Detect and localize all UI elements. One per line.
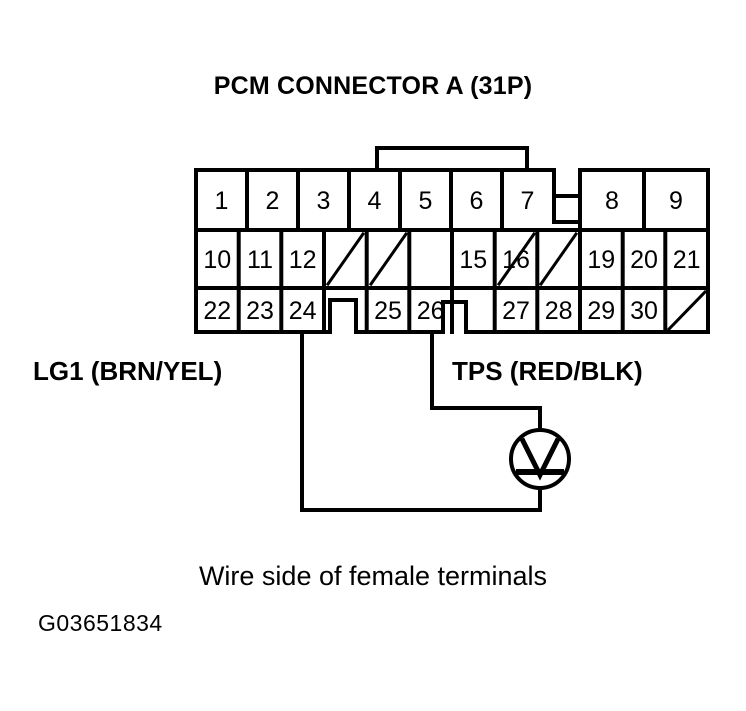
connector-locking-tab	[375, 146, 529, 172]
pin-label: 5	[419, 187, 433, 215]
pin-label: 15	[459, 246, 487, 274]
tps-wire-label: TPS (RED/BLK)	[452, 356, 643, 386]
row2-blank-slash	[368, 231, 409, 287]
pin-label: 8	[605, 187, 619, 215]
row1-outline	[194, 168, 710, 232]
pin-label: 23	[246, 297, 274, 325]
row2-blank-slash	[325, 231, 366, 287]
row2-blank-slash	[538, 231, 579, 287]
pin-label: 3	[317, 187, 331, 215]
page-title: PCM CONNECTOR A (31P)	[213, 72, 533, 100]
pin-label: 29	[587, 297, 615, 325]
pin-label: 24	[289, 297, 317, 325]
pin-label: 22	[203, 297, 231, 325]
row1-notch	[552, 194, 582, 224]
pin-label: 28	[545, 297, 573, 325]
pin-label: 12	[289, 246, 317, 274]
pin-label: 2	[266, 187, 280, 215]
pin-label: 6	[470, 187, 484, 215]
pin-label: 21	[673, 246, 701, 274]
row3-outline	[194, 286, 710, 334]
pin-label: 4	[368, 187, 382, 215]
voltmeter-v-glyph	[519, 437, 561, 481]
pin-label: 25	[374, 297, 402, 325]
diagram-caption: Wire side of female terminals	[198, 561, 548, 591]
voltmeter-circle	[509, 428, 571, 490]
row3-pin-labels: 22 23 24 25 26 27 28 29 30	[203, 297, 658, 325]
pin-label: 27	[502, 297, 530, 325]
row2-pin-labels: 10 11 12 15 16 19 20 21	[203, 246, 700, 274]
pin-label: 20	[630, 246, 658, 274]
pin-label: 1	[215, 187, 229, 215]
row3-blank-slash	[666, 289, 708, 332]
pin-label: 16	[502, 246, 530, 274]
lg1-wire-label: LG1 (BRN/YEL)	[33, 356, 223, 386]
pin-label: 9	[669, 187, 683, 215]
row2-outline	[194, 228, 710, 290]
pin-label: 10	[203, 246, 231, 274]
pin-label: 26	[417, 297, 445, 325]
pin-label: 11	[247, 246, 273, 274]
pin-label: 30	[630, 297, 658, 325]
pin-label: 7	[521, 187, 535, 215]
row1-pin-labels: 1 2 3 4 5 6 7 8 9	[215, 187, 683, 215]
figure-id-label: G03651834	[38, 610, 163, 636]
pin-label: 19	[587, 246, 615, 274]
row2-blank-slash	[496, 231, 537, 287]
